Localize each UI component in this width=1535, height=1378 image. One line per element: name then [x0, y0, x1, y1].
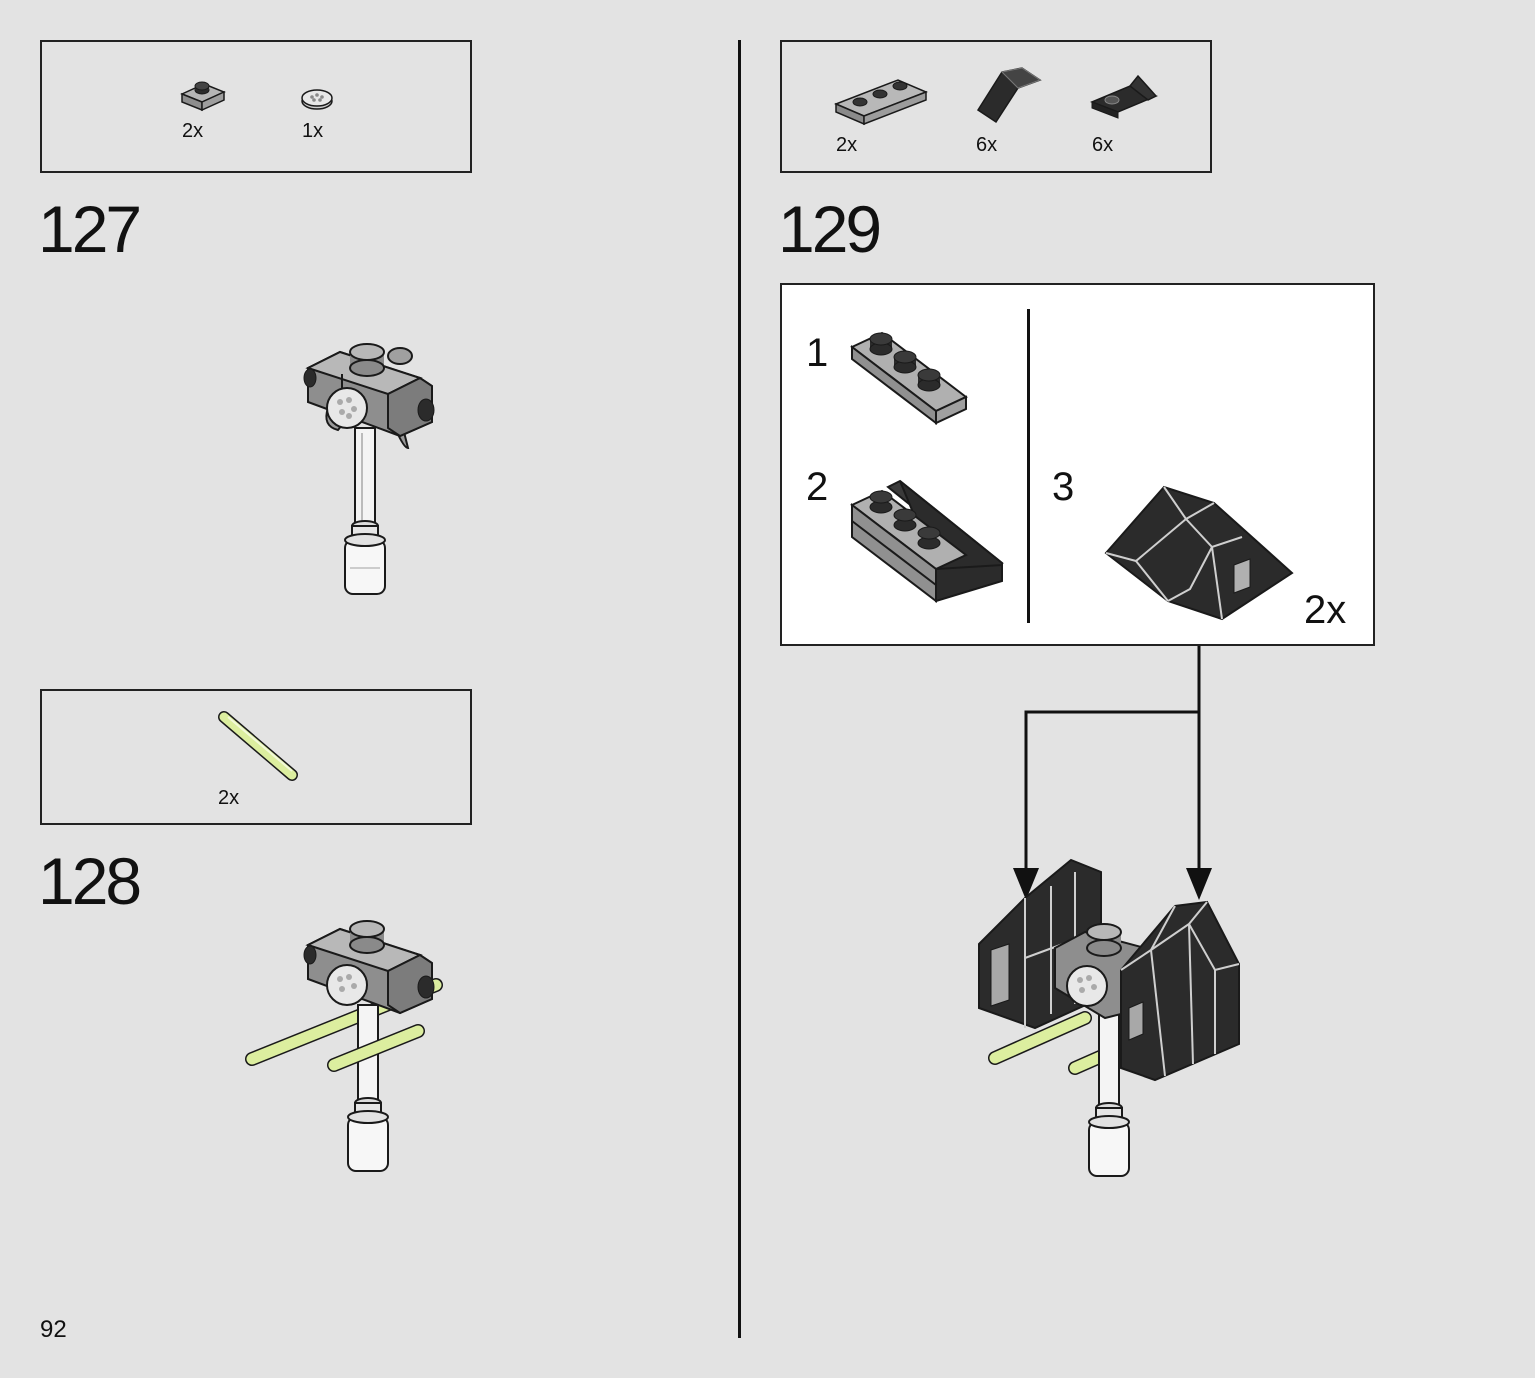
substep-3-illustration — [1104, 485, 1294, 621]
arrow-head-left — [1013, 868, 1039, 900]
step-number-127: 127 — [38, 192, 142, 266]
substep-1-illustration — [850, 331, 968, 426]
step-number-128: 128 — [38, 844, 142, 918]
part-qty-label: 1x — [302, 120, 324, 142]
substep-number: 3 — [1052, 465, 1075, 509]
callout-quantity: 2x — [1304, 588, 1347, 632]
parts-box-step-129: 2x 6x 6x — [780, 40, 1212, 173]
callout-inner-divider — [1027, 309, 1030, 623]
substep-number: 1 — [806, 331, 829, 375]
light-gray-round-tile-icon — [301, 89, 333, 110]
lime-transparent-bar-icon — [218, 711, 298, 781]
substep-number: 2 — [806, 465, 829, 509]
part-qty-label: 2x — [836, 134, 858, 156]
gray-1x3-plate-icon — [834, 79, 928, 126]
step-128-assembly-illustration — [245, 920, 443, 1172]
sub-assembly-callout: 1 2 3 2x — [780, 283, 1375, 646]
dark-slope-icon — [976, 67, 1042, 124]
arrow-head-right — [1186, 868, 1212, 900]
gray-1x2-plate-icon — [180, 81, 226, 112]
part-qty-label: 6x — [976, 134, 998, 156]
page-number: 92 — [40, 1316, 67, 1343]
step-129-assembly-illustration — [978, 858, 1240, 1177]
part-qty-label: 2x — [218, 787, 240, 809]
step-number-129: 129 — [778, 192, 882, 266]
column-divider — [738, 40, 741, 1338]
part-qty-label: 6x — [1092, 134, 1114, 156]
step-127-assembly-illustration — [303, 343, 435, 595]
part-qty-label: 2x — [182, 120, 204, 142]
dark-bracket-plate-icon — [1089, 74, 1159, 119]
substep-2-illustration — [850, 479, 1004, 604]
parts-box-step-128: 2x — [40, 689, 472, 825]
parts-box-step-127: 2x 1x — [40, 40, 472, 173]
